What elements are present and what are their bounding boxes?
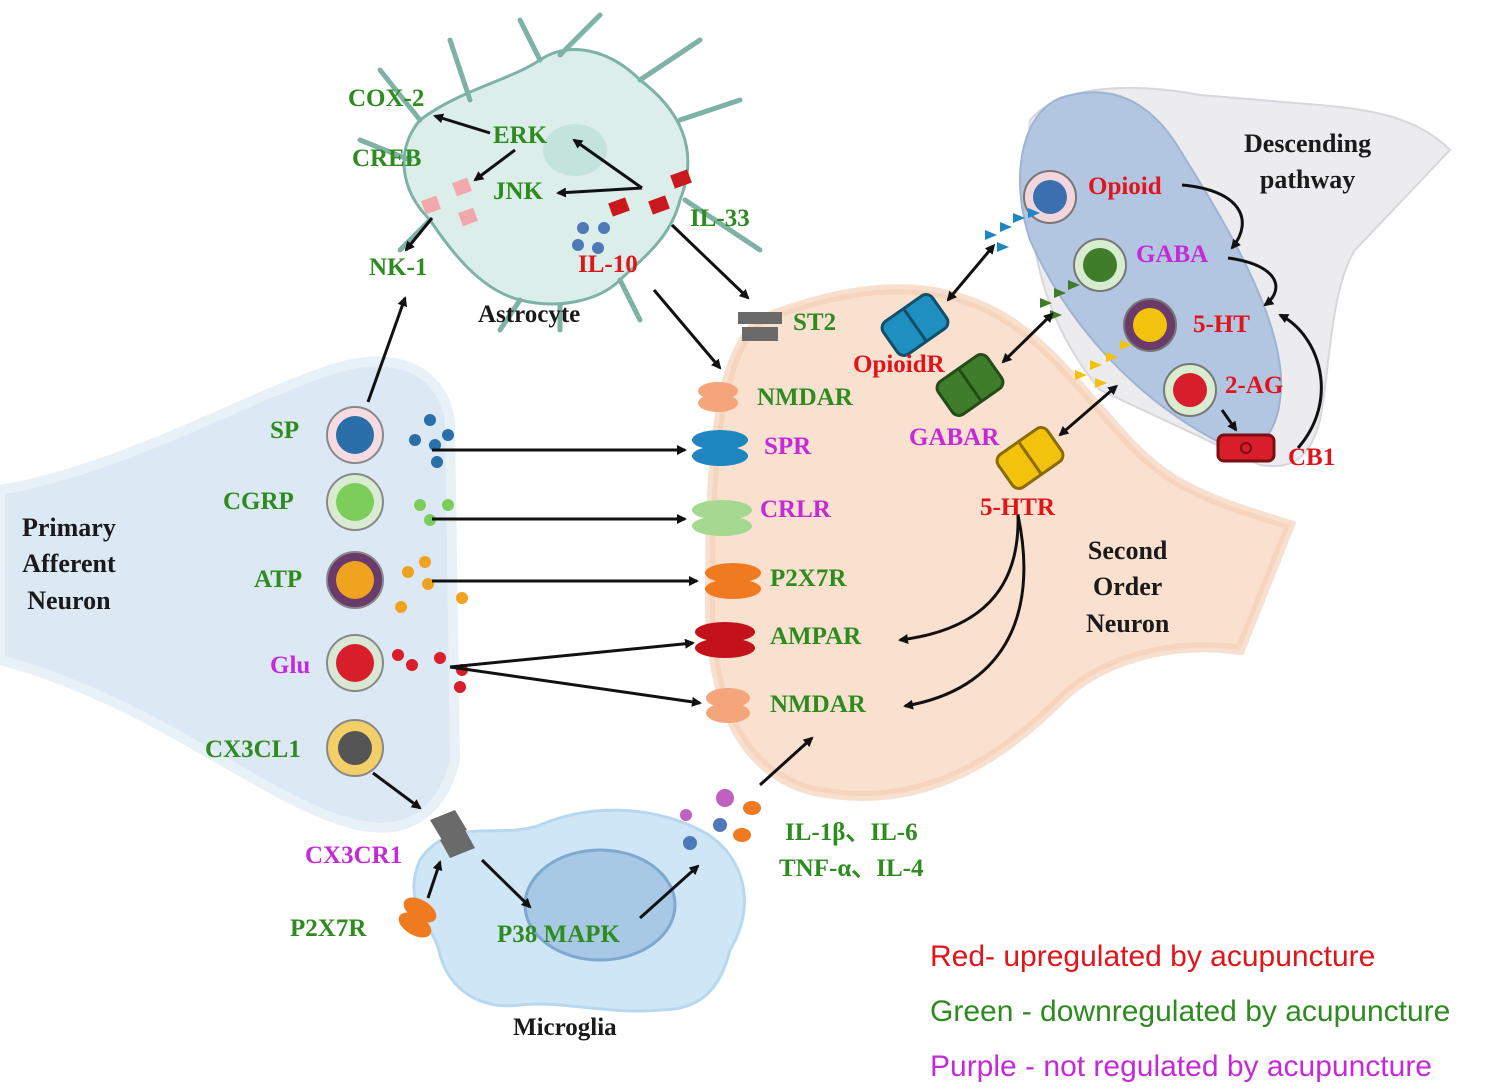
microglia-label: Microglia xyxy=(513,1014,617,1041)
serotonin-vesicle-icon xyxy=(1123,298,1177,352)
st2-receptor-icon xyxy=(738,312,782,341)
microglia-p2x7r-receptor-icon xyxy=(398,897,437,938)
cgrp-label: CGRP xyxy=(223,488,294,515)
serotonin-label: 5-HT xyxy=(1193,311,1250,338)
microglia-p2x7r-label: P2X7R xyxy=(290,915,367,942)
gabar-receptor-icon xyxy=(935,353,1005,417)
cgrp-vesicle-icon xyxy=(326,473,384,531)
arrow-glu-ampar xyxy=(449,638,695,669)
second-order-line-3: Neuron xyxy=(1086,608,1170,638)
crlr-label: CRLR xyxy=(760,496,831,523)
arrow-glu-nmdar xyxy=(449,665,702,707)
arrow-il10-nmdar xyxy=(652,289,722,370)
p2x7r-receptor-icon xyxy=(705,563,761,599)
arrow-5htr-ampar xyxy=(898,514,1020,644)
cx3cr1-receptor-icon xyxy=(430,810,475,858)
arrow-il33-st2 xyxy=(670,223,750,300)
cytokines-line-1: IL-1β、IL-6 xyxy=(785,819,918,846)
primary-afferent-line-3: Neuron xyxy=(27,585,111,615)
nmdar-bottom-label: NMDAR xyxy=(770,691,866,718)
legend-red: Red- upregulated by acupuncture xyxy=(930,940,1376,973)
erk-label: ERK xyxy=(493,122,548,149)
cox2-label: COX-2 xyxy=(348,85,425,112)
nmdar-bottom-receptor-icon xyxy=(706,688,750,723)
legend-purple: Purple - not regulated by acupuncture xyxy=(930,1050,1432,1083)
arrow-erk-cox2 xyxy=(433,113,491,135)
arrow-p2x7r-cx3cr1 xyxy=(426,860,443,899)
p38-mapk-label: P38 MAPK xyxy=(497,921,620,948)
arrow-gaba-gabar xyxy=(1001,312,1054,364)
primary-afferent-line-1: Primary xyxy=(22,513,116,542)
gaba-vesicle-icon xyxy=(1073,238,1127,292)
arrow-opioid-gaba xyxy=(1181,183,1244,250)
htr-label: 5-HTR xyxy=(980,494,1055,521)
legend-green: Green - downregulated by acupuncture xyxy=(930,995,1451,1028)
cx3cr1-label: CX3CR1 xyxy=(305,842,403,869)
arrow-cx3cr1-p38 xyxy=(480,858,532,909)
sp-vesicle-icon xyxy=(326,406,384,464)
arrow-sp-nk1 xyxy=(366,296,408,403)
il33-label: IL-33 xyxy=(690,205,750,232)
arrow-5htr-nmdar xyxy=(903,514,1026,710)
atp-vesicle-icon xyxy=(326,551,384,609)
gabar-label: GABAR xyxy=(909,424,1000,451)
glu-vesicle-icon xyxy=(326,634,384,692)
arrow-creb-nk1 xyxy=(404,217,434,252)
ag2-vesicle-icon xyxy=(1163,363,1217,417)
second-order-line-2: Order xyxy=(1093,572,1163,602)
nmdar-top-label: NMDAR xyxy=(757,384,853,411)
arrow-5ht-5htr xyxy=(1058,384,1119,437)
cx3cl1-label: CX3CL1 xyxy=(205,736,301,763)
second-order-label: Second Order Neuron xyxy=(1086,533,1169,642)
arrow-p38-cytokines xyxy=(638,864,700,920)
primary-afferent-line-2: Afferent xyxy=(22,549,116,579)
cb1-receptor-icon xyxy=(1216,433,1276,463)
htr-receptor-icon xyxy=(995,426,1065,490)
il10-label: IL-10 xyxy=(578,251,638,278)
astrocyte-cell xyxy=(357,12,763,333)
ampar-label: AMPAR xyxy=(770,623,862,650)
opioidr-label: OpioidR xyxy=(853,351,945,378)
ampar-receptor-icon xyxy=(695,622,755,658)
arrow-cb1-5ht xyxy=(1278,313,1323,449)
arrow-erk-jnk xyxy=(473,148,516,182)
primary-afferent-label: Primary Afferent Neuron xyxy=(22,510,116,619)
sp-label: SP xyxy=(270,417,300,444)
nk1-label: NK-1 xyxy=(369,254,428,281)
creb-label: CREB xyxy=(352,145,422,172)
spr-label: SPR xyxy=(764,433,812,460)
crlr-receptor-icon xyxy=(692,500,752,536)
glu-label: Glu xyxy=(270,652,311,679)
atp-label: ATP xyxy=(254,566,303,593)
p2x7r-label: P2X7R xyxy=(770,565,847,592)
arrow-il33-erk xyxy=(572,138,643,190)
st2-label: ST2 xyxy=(793,309,837,336)
arrow-il33-jnk xyxy=(556,186,643,198)
arrow-gaba-5ht xyxy=(1227,256,1278,307)
nmdar-top-receptor-icon xyxy=(698,382,738,412)
cytokines-line-2: TNF-α、IL-4 xyxy=(779,855,924,882)
second-order-line-1: Second xyxy=(1087,536,1168,565)
gaba-label: GABA xyxy=(1136,241,1209,268)
arrow-opioid-opioidr xyxy=(946,243,996,302)
opioid-vesicle-icon xyxy=(1023,170,1077,224)
arrow-2ag-cb1 xyxy=(1220,409,1238,432)
astrocyte-label: Astrocyte xyxy=(478,301,581,328)
spr-receptor-icon xyxy=(692,430,748,466)
arrow-cx3cl1-cx3cr1 xyxy=(372,771,422,810)
jnk-label: JNK xyxy=(493,178,543,205)
cb1-label: CB1 xyxy=(1288,444,1336,471)
arrow-cytokines-nmdar xyxy=(758,736,814,787)
opioidr-receptor-icon xyxy=(880,293,950,357)
ag2-label: 2-AG xyxy=(1225,372,1284,399)
descending-line-1: Descending xyxy=(1244,129,1372,158)
descending-pathway-label: Descending pathway xyxy=(1244,126,1371,199)
cx3cl1-vesicle-icon xyxy=(326,719,384,777)
descending-line-2: pathway xyxy=(1259,165,1356,195)
opioid-label: Opioid xyxy=(1088,173,1162,200)
